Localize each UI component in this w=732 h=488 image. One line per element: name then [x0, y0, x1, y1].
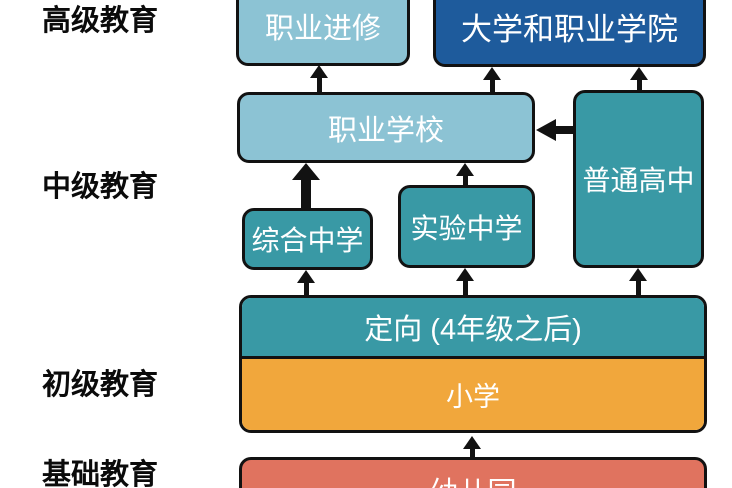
node-experimental-middle-school: 实验中学 [398, 185, 535, 268]
arrow-shaft [489, 80, 495, 92]
stage-label-secondary-education: 中级教育 [42, 171, 159, 203]
arrow-head-icon [629, 268, 647, 281]
arrow-head-icon [456, 268, 474, 281]
arrow-shaft [303, 283, 309, 295]
arrow-shaft [462, 281, 468, 295]
orientation-to-experimental-arrow [456, 268, 474, 295]
kindergarten-to-primary-school-arrow [463, 436, 481, 457]
node-label: 普通高中 [582, 165, 695, 196]
node-vocational-further-education: 职业进修 [236, 0, 410, 66]
node-label: 实验中学 [410, 212, 523, 244]
arrow-shaft [635, 281, 641, 295]
arrow-head-icon [483, 67, 501, 80]
node-general-high-school: 普通高中 [573, 90, 704, 268]
node-label: 大学和职业学院 [461, 12, 678, 47]
arrow-shaft [636, 80, 642, 92]
arrow-head-icon [456, 163, 474, 176]
vocational-school-to-university-arrow [483, 67, 501, 92]
orientation-to-high-school-arrow [629, 268, 647, 295]
orientation-to-comprehensive-arrow [297, 270, 315, 295]
arrow-head-icon [463, 436, 481, 449]
arrow-shaft [316, 78, 322, 92]
arrow-head-icon [536, 119, 556, 141]
arrow-shaft [462, 176, 468, 185]
arrow-head-icon [310, 65, 328, 78]
stage-label-primary-education: 初级教育 [42, 369, 159, 401]
stage-label-higher-education: 高级教育 [42, 5, 159, 37]
node-orientation-after-grade-4: 定向 (4年级之后) [242, 298, 704, 359]
arrow-shaft [469, 449, 475, 457]
node-comprehensive-middle-school: 综合中学 [242, 208, 373, 270]
node-label: 综合中学 [251, 225, 364, 256]
arrow-shaft [301, 180, 311, 208]
node-label: 职业进修 [264, 13, 381, 45]
experimental-to-vocational-school-arrow [456, 163, 474, 185]
node-label: 职业学校 [327, 114, 444, 147]
arrow-shaft [556, 126, 575, 134]
node-kindergarten: 幼儿园 [239, 457, 707, 488]
node-label: 定向 (4年级之后) [364, 314, 582, 346]
arrow-head-icon [630, 67, 648, 80]
stage-label-basic-education: 基础教育 [42, 459, 159, 488]
node-label: 幼儿园 [429, 469, 516, 488]
node-orientation-primary-combined: 定向 (4年级之后) 小学 [239, 295, 707, 433]
node-primary-school: 小学 [242, 359, 704, 430]
arrow-head-icon [292, 163, 320, 180]
comprehensive-to-vocational-school-arrow [292, 163, 320, 208]
node-vocational-school: 职业学校 [237, 92, 535, 163]
arrow-head-icon [297, 270, 315, 283]
vocational-school-to-further-education-arrow [310, 65, 328, 92]
high-school-to-university-arrow [630, 67, 648, 92]
node-universities-and-vocational-colleges: 大学和职业学院 [433, 0, 706, 67]
node-label: 小学 [446, 382, 500, 412]
high-school-to-vocational-school-arrow [536, 119, 575, 141]
